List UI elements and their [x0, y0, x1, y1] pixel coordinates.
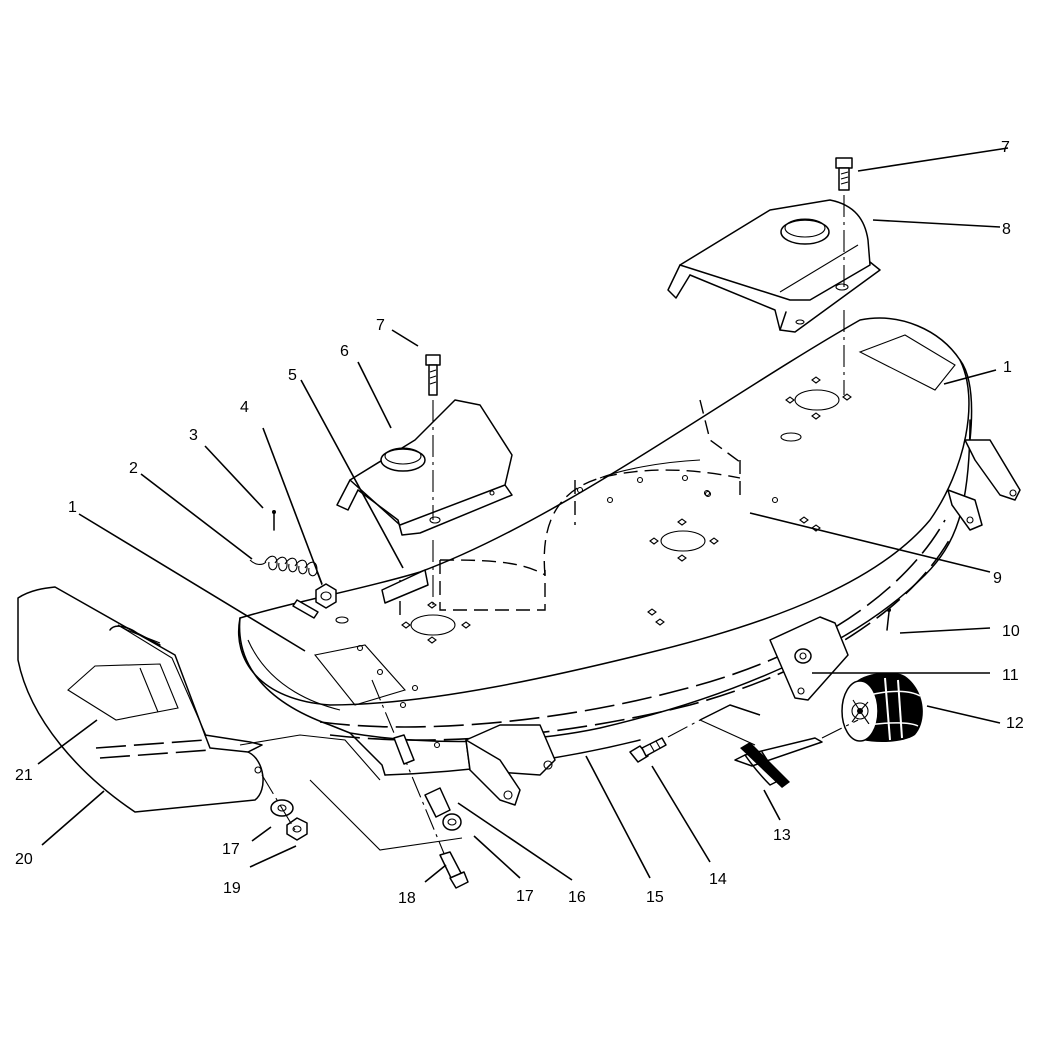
callout-10: 10	[1002, 623, 1020, 640]
decal-right	[858, 334, 956, 391]
blade-chamber-baffle	[399, 399, 741, 620]
hex-nut-pivot	[292, 583, 349, 624]
callout-17-left: 17	[222, 841, 240, 858]
callout-11: 11	[1002, 667, 1019, 684]
callout-4: 4	[240, 399, 249, 416]
baffle-small	[381, 569, 429, 604]
cotter-pin-right	[886, 608, 891, 631]
callout-1-left: 1	[68, 499, 77, 516]
bolt-left	[425, 354, 441, 610]
callout-9: 9	[993, 570, 1002, 587]
cotter-pin-left	[272, 510, 276, 531]
callout-7-top: 7	[1001, 139, 1010, 156]
callout-15: 15	[646, 889, 664, 906]
callout-19: 19	[223, 880, 241, 897]
decal-left	[314, 644, 406, 706]
callout-12: 12	[1006, 715, 1024, 732]
leader-lines	[37, 147, 1009, 883]
callout-5: 5	[288, 367, 297, 384]
bracket-right-front	[769, 616, 849, 701]
roller-axle-rod	[699, 704, 859, 788]
callout-16: 16	[568, 889, 586, 906]
callout-7-left: 7	[376, 317, 385, 334]
bracket-front	[465, 724, 556, 806]
callout-8: 8	[1002, 221, 1011, 238]
callout-18: 18	[398, 890, 416, 907]
spindle-cover-right	[667, 199, 881, 333]
axle-bolt	[629, 719, 701, 763]
callout-20: 20	[15, 851, 33, 868]
callout-1-right: 1	[1003, 359, 1012, 376]
callout-3: 3	[189, 427, 198, 444]
hinge-rod-assembly	[371, 679, 469, 889]
anti-scalp-roller	[841, 672, 923, 743]
discharge-chute	[17, 586, 264, 813]
callout-21: 21	[15, 767, 33, 784]
chute-bracket	[204, 734, 463, 851]
callout-labels: 7 8 1 7 6 5 4 3 2 1 9 10 11 12 13 14 15 …	[15, 139, 1024, 907]
torsion-spring	[249, 555, 323, 586]
spindle-holes	[356, 376, 852, 749]
callout-14: 14	[709, 871, 727, 888]
callout-17-right: 17	[516, 888, 534, 905]
spindle-cover-left	[336, 399, 513, 536]
callout-6: 6	[340, 343, 349, 360]
bracket-right-rear	[947, 439, 1021, 531]
bolt-top-right	[835, 157, 853, 395]
mower-deck-housing	[238, 317, 973, 776]
nut-chute	[261, 774, 308, 841]
callout-2: 2	[129, 460, 138, 477]
callout-13: 13	[773, 827, 791, 844]
